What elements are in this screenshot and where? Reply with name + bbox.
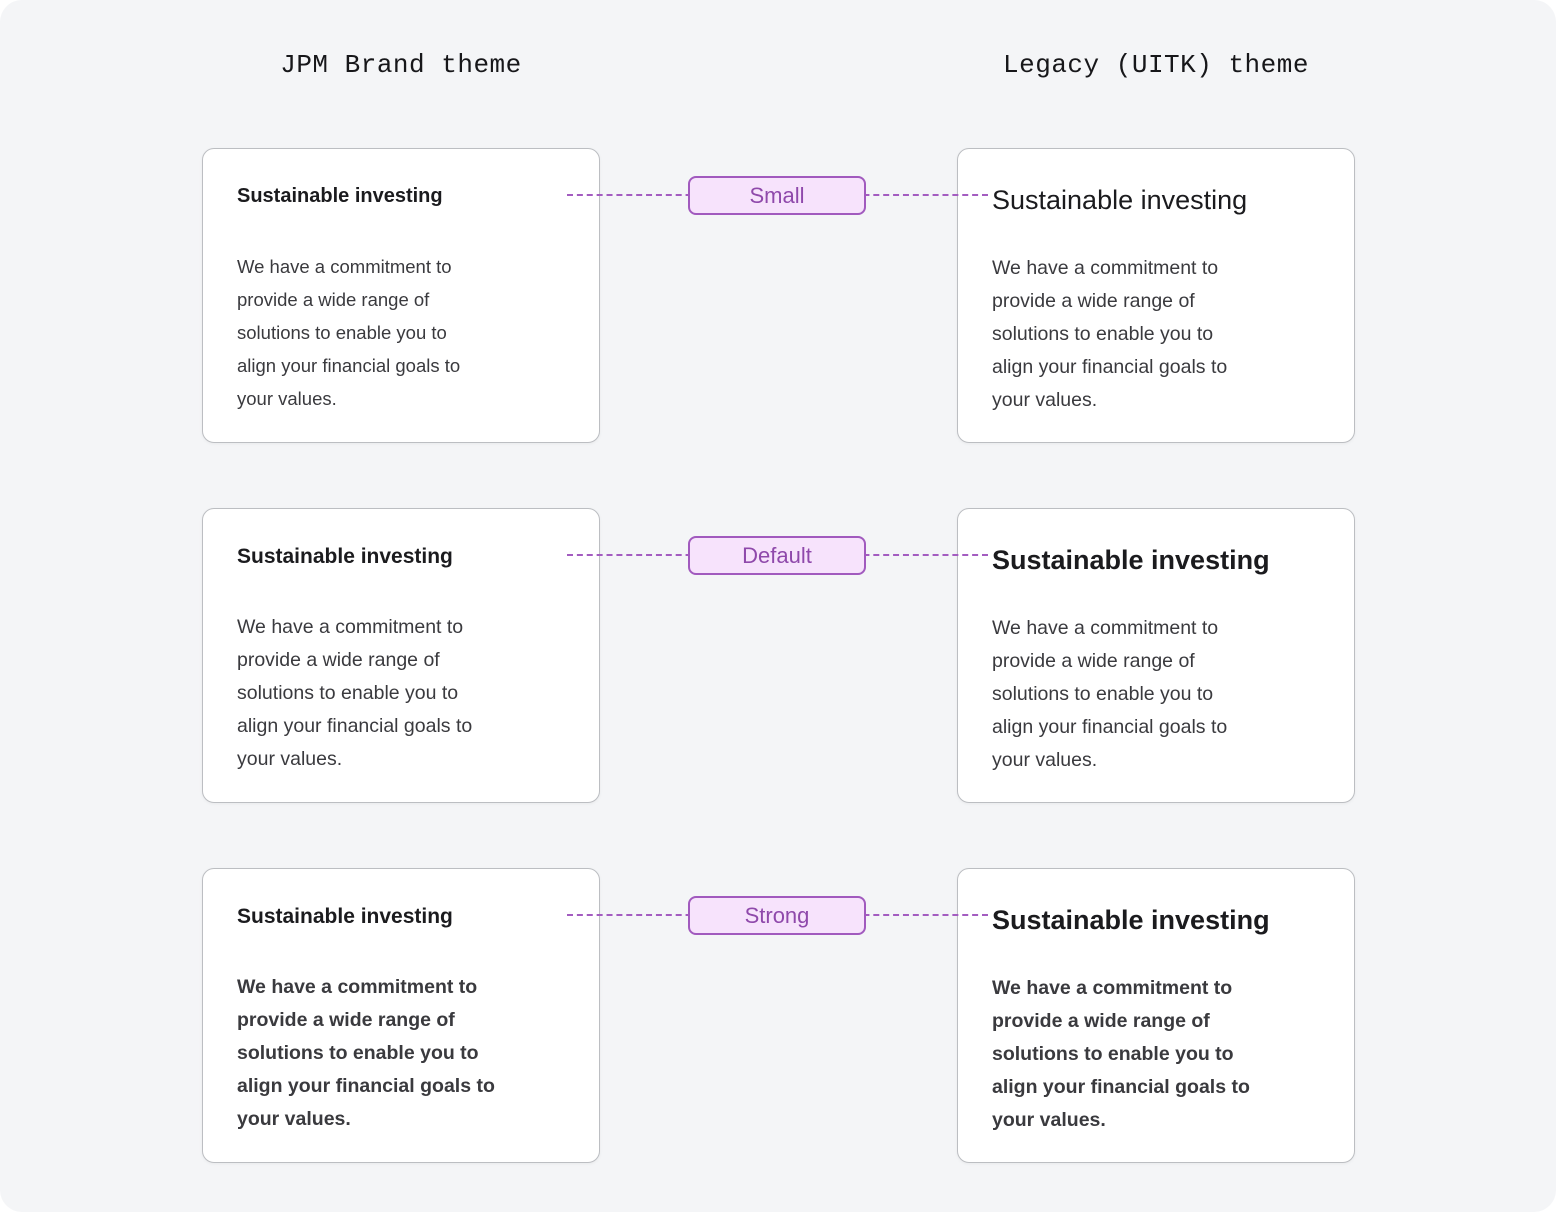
card-heading: Sustainable investing	[237, 905, 453, 928]
card-body: We have a commitment to provide a wide r…	[992, 257, 1228, 412]
connector-small: Small	[567, 176, 988, 215]
connector-strong: Strong	[567, 896, 988, 935]
card-heading: Sustainable investing	[992, 545, 1270, 575]
emphasis-badge-small: Small	[688, 176, 866, 215]
card-body: We have a commitment to provide a wide r…	[992, 617, 1228, 772]
card-legacy-small: Sustainable investing We have a commitme…	[957, 148, 1355, 443]
card-body: We have a commitment to provide a wide r…	[992, 977, 1250, 1132]
card-jpm-small: Sustainable investing We have a commitme…	[202, 148, 600, 443]
card-body: We have a commitment to provide a wide r…	[237, 616, 473, 771]
card-heading: Sustainable investing	[237, 185, 443, 207]
column-title-legacy-uitk-theme: Legacy (UITK) theme	[1003, 50, 1309, 80]
card-heading: Sustainable investing	[992, 185, 1248, 215]
column-title-jpm-brand-theme: JPM Brand theme	[280, 50, 522, 80]
emphasis-badge-default: Default	[688, 536, 866, 575]
card-jpm-default: Sustainable investing We have a commitme…	[202, 508, 600, 803]
card-body: We have a commitment to provide a wide r…	[237, 256, 461, 409]
card-legacy-default: Sustainable investing We have a commitme…	[957, 508, 1355, 803]
card-jpm-strong: Sustainable investing We have a commitme…	[202, 868, 600, 1163]
emphasis-row-small: Sustainable investing We have a commitme…	[0, 148, 1556, 443]
emphasis-row-strong: Sustainable investing We have a commitme…	[0, 868, 1556, 1163]
connector-default: Default	[567, 536, 988, 575]
card-legacy-strong: Sustainable investing We have a commitme…	[957, 868, 1355, 1163]
emphasis-row-default: Sustainable investing We have a commitme…	[0, 508, 1556, 803]
card-heading: Sustainable investing	[992, 905, 1270, 935]
card-heading: Sustainable investing	[237, 545, 453, 568]
card-body: We have a commitment to provide a wide r…	[237, 976, 495, 1131]
emphasis-badge-strong: Strong	[688, 896, 866, 935]
